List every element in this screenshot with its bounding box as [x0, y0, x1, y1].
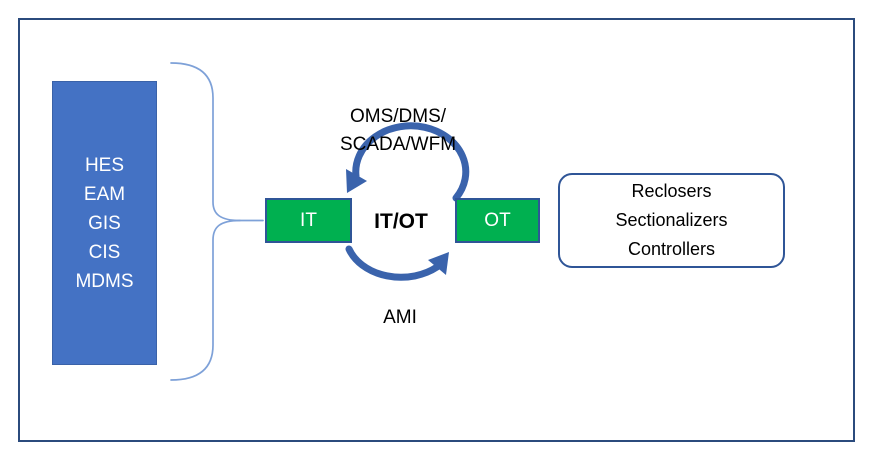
- top-flow-label: OMS/DMS/ SCADA/WFM: [298, 103, 498, 159]
- top-flow-line2: SCADA/WFM: [339, 134, 457, 155]
- ot-node-label: OT: [484, 209, 511, 231]
- ot-device-label: Reclosers: [631, 181, 712, 201]
- bottom-flow-label: AMI: [383, 307, 417, 328]
- ot-device-label: Sectionalizers: [615, 210, 728, 230]
- it-system-label: CIS: [88, 241, 121, 263]
- outer-frame: [18, 18, 855, 442]
- it-system-label: HES: [84, 154, 125, 176]
- it-systems-box: HES EAM GIS CIS MDMS: [52, 81, 157, 365]
- top-flow-line1: OMS/DMS/: [349, 106, 447, 127]
- ot-devices-box: Reclosers Sectionalizers Controllers: [558, 173, 785, 268]
- ot-node: OT: [455, 198, 540, 243]
- it-system-label: EAM: [83, 183, 126, 205]
- it-ot-junction-label: IT/OT: [374, 210, 428, 233]
- it-node-label: IT: [300, 209, 317, 231]
- ot-device-label: Controllers: [627, 239, 716, 259]
- it-system-label: GIS: [88, 212, 121, 234]
- it-node: IT: [265, 198, 352, 243]
- it-system-label: MDMS: [75, 270, 134, 292]
